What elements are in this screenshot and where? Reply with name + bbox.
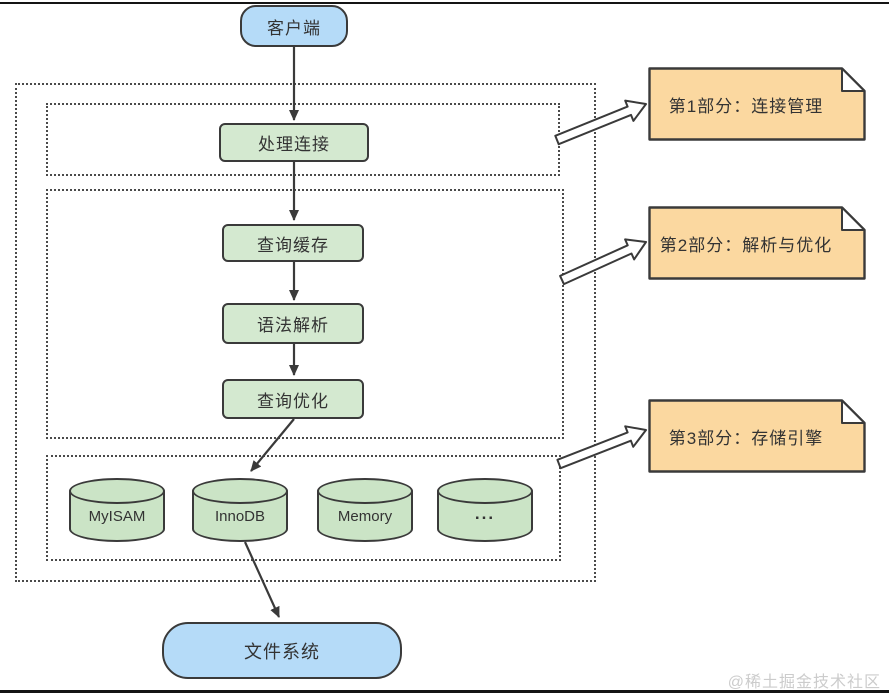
handle-connection-node: 处理连接 [219, 123, 369, 162]
note-part1: 第1部分：连接管理 [648, 67, 866, 141]
client-node: 客户端 [240, 5, 348, 47]
engine-label: Memory [337, 508, 393, 525]
storage-engine-section-region [46, 455, 561, 561]
engine-label: MyISAM [88, 508, 146, 525]
query-optimize-node: 查询优化 [222, 379, 364, 419]
fold-corner-icon [841, 399, 866, 424]
filesystem-node: 文件系统 [162, 622, 402, 679]
note-label: 第2部分：解析与优化 [659, 235, 833, 255]
note-label: 第3部分：存储引擎 [668, 428, 824, 448]
server-region [15, 83, 596, 582]
engine-cylinder-others: ... [437, 478, 533, 542]
fold-corner-icon [841, 206, 866, 231]
syntax-parse-node: 语法解析 [222, 303, 364, 344]
note-part2: 第2部分：解析与优化 [648, 206, 866, 280]
engine-label: ... [474, 504, 496, 523]
note-part3: 第3部分：存储引擎 [648, 399, 866, 473]
parse-optimize-section-region [46, 189, 564, 439]
cylinder-top [437, 478, 533, 504]
note-shape [648, 67, 866, 141]
engine-label: InnoDB [214, 508, 266, 525]
frame-bottom-line [0, 690, 889, 693]
fold-corner-icon [841, 67, 866, 92]
query-cache-node: 查询缓存 [222, 224, 364, 262]
note-label: 第1部分：连接管理 [668, 96, 824, 116]
frame-top-line [0, 2, 889, 4]
engine-cylinder-innodb: InnoDB [192, 478, 288, 542]
watermark: @稀土掘金技术社区 [727, 674, 881, 691]
note-shape [648, 206, 866, 280]
note-shape [648, 399, 866, 473]
cylinder-top [317, 478, 413, 504]
engine-cylinder-memory: Memory [317, 478, 413, 542]
engine-cylinder-myisam: MyISAM [69, 478, 165, 542]
cylinder-top [69, 478, 165, 504]
cylinder-top [192, 478, 288, 504]
